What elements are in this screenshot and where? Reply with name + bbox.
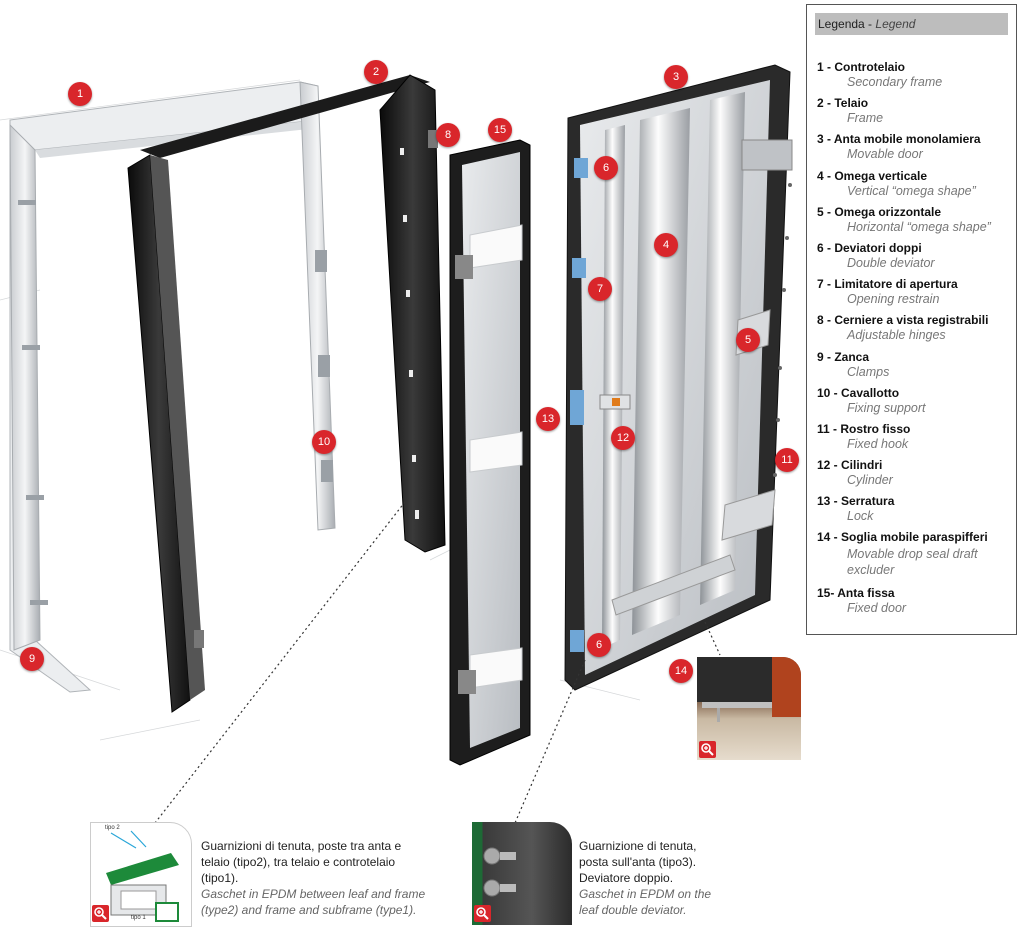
legend-item-it: 14 - Soglia mobile paraspifferi	[817, 530, 988, 545]
legend-title-sep: -	[864, 17, 876, 31]
legend-title-en: Legend	[875, 17, 916, 31]
zoom-icon-deviator[interactable]	[474, 905, 491, 922]
callout-badge-4[interactable]: 4	[654, 233, 678, 257]
secondary-frame	[9, 81, 336, 693]
legend-item-it: 4 - Omega verticale	[817, 168, 928, 183]
legend-item-it: 7 - Limitatore di apertura	[817, 277, 958, 292]
legend-item-it: 12 - Cilindri	[817, 458, 883, 473]
callout-badge-9[interactable]: 9	[20, 647, 44, 671]
frame-gasket-caption-it-2: telaio (tipo2), tra telaio e controtelai…	[201, 855, 396, 869]
callout-badge-6b[interactable]: 6	[587, 633, 611, 657]
legend-item-en: Fixed door	[847, 601, 907, 616]
deviator-caption: Guarnizione di tenuta, posta sull'anta (…	[579, 838, 759, 918]
callout-badge-7[interactable]: 7	[588, 277, 612, 301]
frame-gasket-caption-en-1: Gaschet in EPDM between leaf and frame	[201, 887, 426, 901]
legend-item-it: 15- Anta fissa	[817, 586, 895, 601]
legend-header: Legenda - Legend	[815, 13, 1008, 35]
frame-gasket-caption-it-1: Guarnizioni di tenuta, poste tra anta e	[201, 839, 402, 853]
legend-item-it: 8 - Cerniere a vista registrabili	[817, 313, 989, 328]
callout-badge-5[interactable]: 5	[736, 328, 760, 352]
legend-item-en: Horizontal “omega shape”	[847, 219, 991, 234]
legend-item-en: Vertical “omega shape”	[847, 183, 976, 198]
legend-item-en: Frame	[847, 111, 884, 126]
callout-badge-2[interactable]: 2	[364, 60, 388, 84]
callout-badge-13[interactable]: 13	[536, 407, 560, 431]
legend-item-en: Movable drop seal draft excluder	[847, 547, 978, 578]
legend-item-it: 5 - Omega orizzontale	[817, 204, 942, 219]
callout-badge-8[interactable]: 8	[436, 123, 460, 147]
frame-gasket-caption: Guarnizioni di tenuta, poste tra anta e …	[201, 838, 449, 918]
legend-item-en: Fixing support	[847, 400, 926, 415]
legend-item-it: 10 - Cavallotto	[817, 385, 900, 400]
leader-lines	[154, 497, 721, 824]
deviator-caption-en-2: leaf double deviator.	[579, 903, 687, 917]
legend-title-it: Legenda	[818, 17, 865, 31]
movable-door	[564, 64, 793, 691]
legend-item-it: 13 - Serratura	[817, 494, 895, 509]
callout-badge-10[interactable]: 10	[312, 430, 336, 454]
legend-item-en: Lock	[847, 509, 874, 524]
deviator-caption-en-1: Gaschet in EPDM on the	[579, 887, 712, 901]
callout-badge-3[interactable]: 3	[664, 65, 688, 89]
legend-item-it: 6 - Deviatori doppi	[817, 240, 922, 255]
zoom-icon-frame-gasket[interactable]	[92, 905, 109, 922]
legend-item-en: Double deviator	[847, 255, 935, 270]
callout-badge-1[interactable]: 1	[68, 82, 92, 106]
legend-item-en: Cylinder	[847, 473, 893, 488]
fixed-door	[449, 139, 531, 766]
deviator-caption-it-3: Deviatore doppio.	[579, 871, 674, 885]
legend-item-it: 3 - Anta mobile monolamiera	[817, 132, 981, 147]
inset-label-tipo2: tipo 2	[105, 825, 120, 831]
callout-badge-12[interactable]: 12	[611, 426, 635, 450]
legend-item-en: Fixed hook	[847, 436, 909, 451]
gasket-frame-inset[interactable]: tipo 2 tipo 1	[90, 822, 192, 927]
legend-item-it: 11 - Rostro fisso	[817, 421, 911, 436]
callout-badge-14[interactable]: 14	[669, 659, 693, 683]
legend-item-it: 1 - Controtelaio	[817, 60, 906, 74]
callout-badge-11[interactable]: 11	[775, 448, 799, 472]
frame-gasket-caption-it-3: (tipo1).	[201, 871, 239, 885]
legend-item-en: Opening restrain	[847, 292, 940, 307]
deviator-caption-it-2: posta sull'anta (tipo3).	[579, 855, 697, 869]
legend-item-en: Adjustable hinges	[847, 328, 946, 343]
legend-item-en: Secondary frame	[847, 75, 943, 89]
callout-badge-15[interactable]: 15	[488, 118, 512, 142]
legend-item-en: Clamps	[847, 364, 890, 379]
callout-badge-6[interactable]: 6	[594, 156, 618, 180]
legend-item-it: 2 - Telaio	[817, 96, 869, 111]
zoom-icon-drop-seal[interactable]	[699, 741, 716, 758]
frame	[127, 74, 446, 713]
deviator-caption-it-1: Guarnizione di tenuta,	[579, 839, 697, 853]
frame-gasket-caption-en-2: (type2) and frame and subframe (type1).	[201, 903, 417, 917]
inset-label-tipo1: tipo 1	[131, 915, 146, 921]
legend-item-en: Movable door	[847, 147, 923, 162]
legend-item-it: 9 - Zanca	[817, 349, 870, 364]
